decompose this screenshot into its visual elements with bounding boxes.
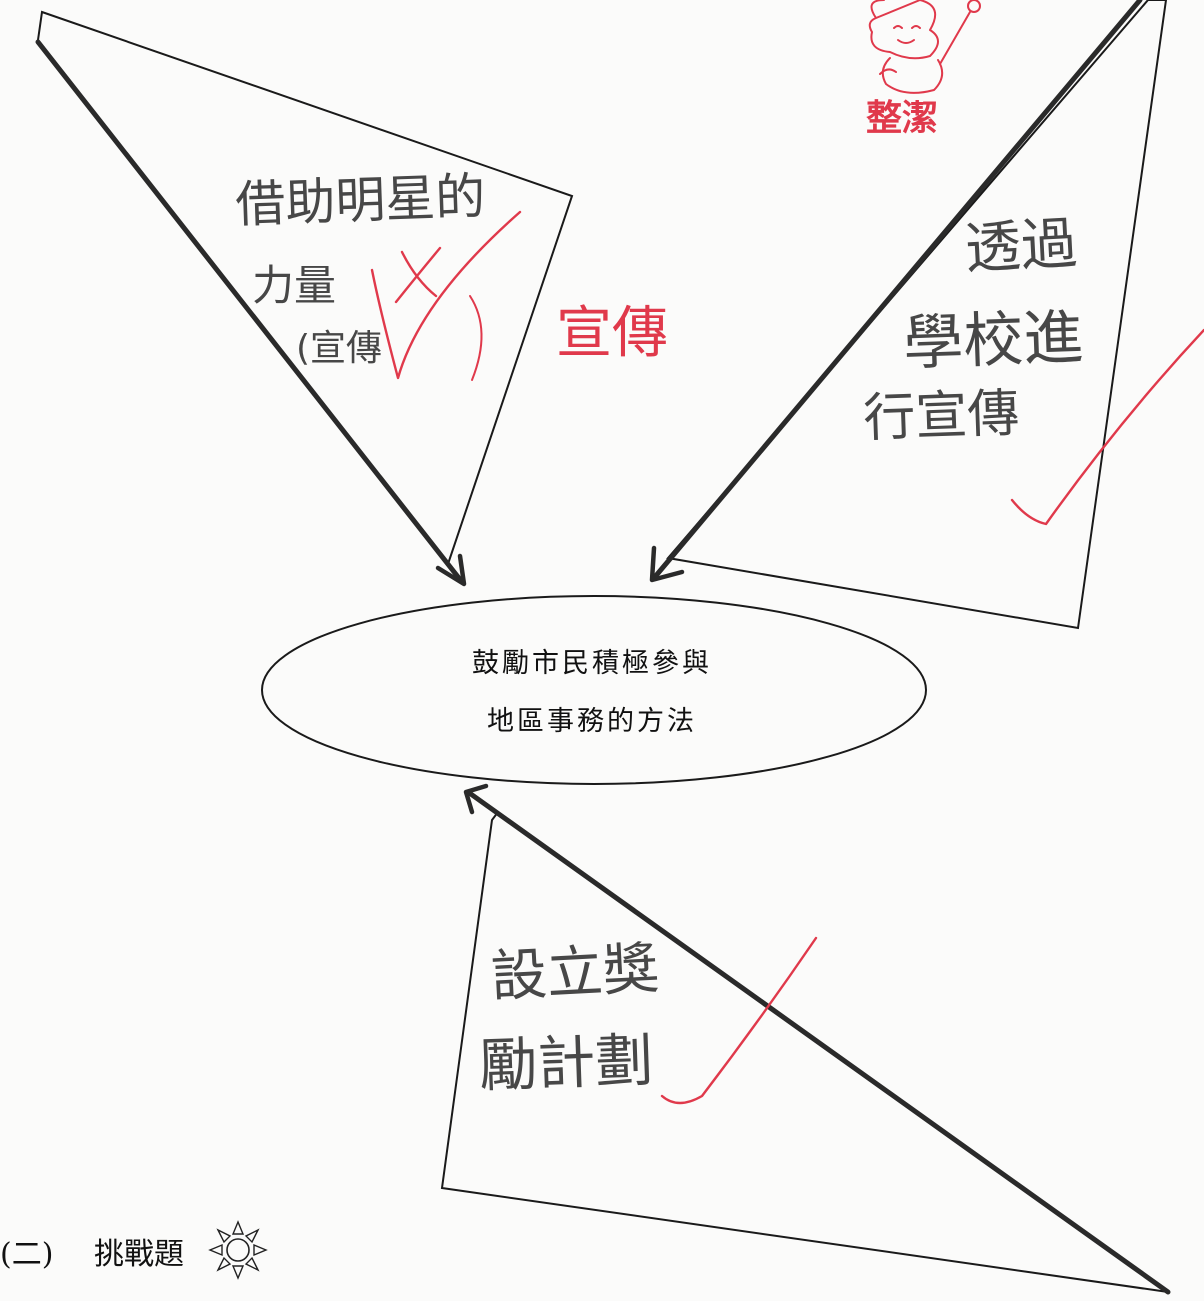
arrow-right [651,0,1143,581]
center-topic-line2: 地區事務的方法 [487,706,697,737]
check-mark-right [1010,328,1204,526]
bottom-answer-line2: 勵計劃 [478,1026,654,1100]
center-topic-line1: 鼓勵市民積極參與 [472,648,712,679]
bottom-answer-line1: 設立獎 [489,936,660,1010]
section-number: (二) [0,1237,53,1272]
check-mark-left [370,210,522,380]
stamp-figure-body [879,11,971,94]
stamp-wand-star [967,0,981,13]
right-answer-line1: 透過 [963,211,1078,282]
right-answer-line2: 學校進 [902,303,1084,379]
section-title: 挑戰題 [94,1237,184,1272]
left-answer-line2: 力量 [252,261,336,310]
teacher-correction: 宣傳 [556,301,668,366]
arrow-right-head [649,545,685,583]
stamp-figure-head [868,0,939,60]
stamp-figure-face [893,25,921,44]
arrow-bottom-head [463,783,489,815]
left-answer-line1: 借助明星的 [234,167,486,234]
arrow-bottom [465,789,1171,1295]
stamp-text: 整潔 [866,98,938,139]
cleanliness-stamp: 整潔 [866,0,981,139]
x-mark-left [394,246,442,304]
arrow-left [35,39,465,585]
sun-icon [208,1220,268,1280]
left-answer-line3: (宣傳 [296,328,382,369]
arrow-left-head [435,553,467,587]
check-mark-bottom [660,936,818,1105]
center-ellipse [261,595,927,785]
left-bracket-close [469,295,483,381]
right-answer-line3: 行宣傳 [862,384,1020,449]
